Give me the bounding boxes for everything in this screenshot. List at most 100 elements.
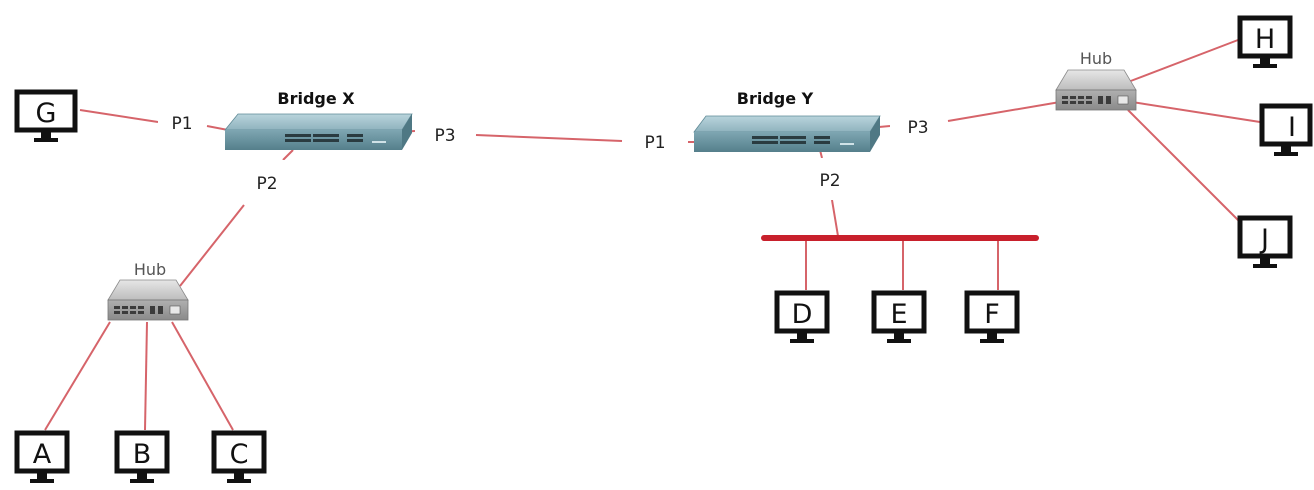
monitor-screen [14,430,70,474]
computer-g-label: G [36,98,57,129]
computer-b-label: B [133,439,152,470]
link-g-bridge-x [79,109,159,123]
hub-left-label: Hub [134,260,166,279]
bridge-x-port-row [285,134,386,143]
monitor-screen [871,290,927,334]
hub-right-label: Hub [1080,49,1112,68]
monitor-stand [797,333,807,341]
computer-a-label: A [33,439,52,470]
computer-d[interactable]: D [774,290,830,343]
bridge-y-port-p2: P2 [819,171,840,191]
bridge-x-port-p3: P3 [434,126,455,146]
link-bridge-y-hub-right [947,101,1061,122]
monitor-screen [211,430,267,474]
bridge-x[interactable]: Bridge X [224,89,413,150]
monitor-base [887,339,911,343]
hub-right[interactable]: Hub [1055,49,1137,111]
monitor-stand [1281,146,1291,154]
monitor-base [30,479,54,483]
computer-g[interactable]: G [14,89,78,142]
hub-right-ports [1062,95,1129,105]
bridge-x-label: Bridge X [277,89,355,108]
port-label-box [415,120,475,150]
link-p2-x [282,149,294,161]
port-label-box [806,158,856,200]
computer-b[interactable]: B [114,430,170,483]
bridge-x-ports: P1 P3 P2 [158,109,475,204]
monitor-base [1253,64,1277,68]
bridge-x-port-p2: P2 [256,174,277,194]
hub-right-top [1055,69,1137,91]
monitor-base [980,339,1004,343]
port-label-box [240,160,294,204]
monitor-screen [1237,215,1293,259]
monitor-stand [1260,258,1270,266]
monitor-base [130,479,154,483]
monitor-screen [114,430,170,474]
monitor-stand [37,473,47,481]
hub-left-ports [114,305,181,315]
computer-h[interactable]: H [1237,15,1293,68]
computer-c[interactable]: C [211,430,267,483]
monitor-stand [41,132,51,140]
monitor-screen [774,290,830,334]
bridge-x-port-p1: P1 [171,114,192,134]
monitor-stand [137,473,147,481]
bridge-y-port-row [752,136,854,145]
bridge-x-side [402,114,412,150]
link-hub-left-a [44,321,111,431]
bridge-y-port-p1: P1 [644,133,665,153]
bridge-y-port-p3: P3 [907,118,928,138]
monitor-base [34,138,58,142]
monitor-base [227,479,251,483]
computer-d-label: D [792,299,813,330]
links [44,39,1261,431]
computer-a[interactable]: A [14,430,70,483]
link-hub-right-j [1127,109,1241,223]
bridge-x-top [224,113,413,131]
monitor-screen [14,89,78,133]
bridge-y-top [693,115,881,133]
hub-left[interactable]: Hub [107,260,189,321]
port-label-box [158,109,206,137]
hub-left-front [107,299,189,321]
link-p1-x [206,125,229,131]
computer-h-label: H [1255,24,1275,55]
bridge-y-ports: P1 P3 P2 [624,110,946,200]
link-bridge-x-hub-left [179,204,245,287]
computer-f-label: F [984,299,1000,330]
bridge-y-label: Bridge Y [737,89,814,108]
link-hub-right-h [1127,39,1239,83]
monitor-stand [234,473,244,481]
computer-j-label: J [1259,224,1269,255]
monitor-stand [1260,58,1270,66]
monitor-screen [1237,15,1293,59]
hub-right-front [1055,89,1137,111]
bridge-y[interactable]: Bridge Y [693,89,881,152]
link-hub-right-i [1131,101,1261,123]
computer-i-label: I [1288,112,1296,143]
monitor-stand [894,333,904,341]
monitor-stand [987,333,997,341]
port-label-box [624,126,686,158]
link-p3-y-out [878,125,891,128]
hub-left-top [107,279,189,301]
monitor-base [1253,264,1277,268]
monitor-base [790,339,814,343]
computer-c-label: C [230,439,249,470]
monitor-base [1274,152,1298,156]
bridge-y-side [870,116,880,152]
computer-e[interactable]: E [871,290,927,343]
monitor-screen [1259,103,1313,147]
computer-e-label: E [890,299,907,330]
link-bridge-y-bus [831,199,839,237]
monitor-screen [964,290,1020,334]
link-bridge-x-bridge-y [475,134,623,142]
computer-f[interactable]: F [964,290,1020,343]
computer-j[interactable]: J [1237,215,1293,268]
link-hub-left-b [144,321,148,431]
link-hub-left-c [171,321,234,431]
port-label-box [890,110,946,142]
computer-i[interactable]: I [1259,103,1313,156]
